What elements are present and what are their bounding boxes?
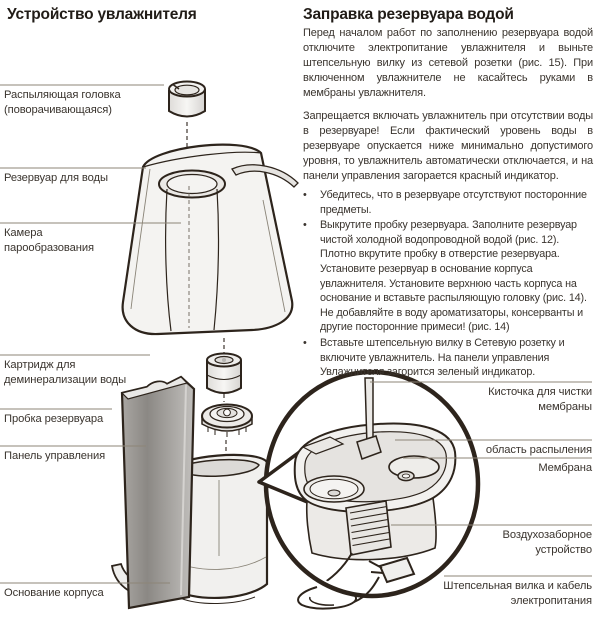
- part-label-cartridge: Картридж для деминерализации воды: [4, 359, 127, 386]
- air-intake-drawing: [345, 500, 392, 556]
- part-label-water-tank: Резервуар для воды: [4, 172, 108, 184]
- control-panel-drawing: [120, 375, 196, 610]
- list-item-text: Выкрутите пробку резервуара. Заполните р…: [320, 219, 587, 334]
- water-tank-drawing: [121, 143, 299, 336]
- part-label-brush: Кисточка для чистки мембраны: [488, 386, 592, 413]
- detail-interior-drawing: [293, 377, 457, 588]
- part-label-membrane: Мембрана: [538, 462, 592, 474]
- cartridge-drawing: [206, 338, 242, 402]
- power-cord-drawing: [297, 556, 416, 610]
- part-label-plug-cable: Штепсельная вилка и кабель электропитани…: [443, 580, 592, 607]
- list-item-text: Убедитесь, что в резервуаре отсутствуют …: [320, 189, 587, 216]
- part-label-air-intake: Воздухозаборное устройство: [502, 529, 593, 556]
- membrane-drawing: [397, 470, 415, 482]
- part-label-steam-chamber: Камера парообразования: [4, 227, 94, 254]
- left-section-title: Устройство увлажнителя: [7, 6, 197, 23]
- list-item-text: Вставьте штепсельную вилку в Сетевую роз…: [320, 336, 565, 379]
- part-label-control-panel: Панель управления: [4, 450, 106, 462]
- part-label-base: Основание корпуса: [4, 587, 104, 599]
- tank-plug-drawing: [201, 403, 253, 459]
- list-item: • Убедитесь, что в резервуаре отсутствую…: [303, 188, 596, 217]
- leader-lines: [0, 84, 592, 584]
- part-label-spray-head: Распыляющая головка (поворачивающаяся): [4, 89, 121, 116]
- cleaning-brush-drawing: [356, 377, 382, 460]
- right-section-title: Заправка резервуара водой: [303, 6, 514, 23]
- part-label-spray-area: область распыления: [485, 444, 592, 456]
- bullet-marker: •: [303, 189, 307, 201]
- instruction-list: • Убедитесь, что в резервуаре отсутствую…: [303, 188, 596, 381]
- bullet-marker: •: [303, 336, 307, 349]
- part-label-tank-plug: Пробка резервуара: [4, 413, 104, 425]
- bullet-marker: •: [303, 219, 307, 232]
- list-item: • Выкрутите пробку резервуара. Заполните…: [303, 218, 596, 335]
- warning-paragraph: Запрещается включать увлажнитель при отс…: [303, 110, 593, 182]
- intro-paragraph: Перед началом работ по заполнению резерв…: [303, 27, 593, 99]
- list-item: • Вставьте штепсельную вилку в Сетевую р…: [303, 336, 596, 380]
